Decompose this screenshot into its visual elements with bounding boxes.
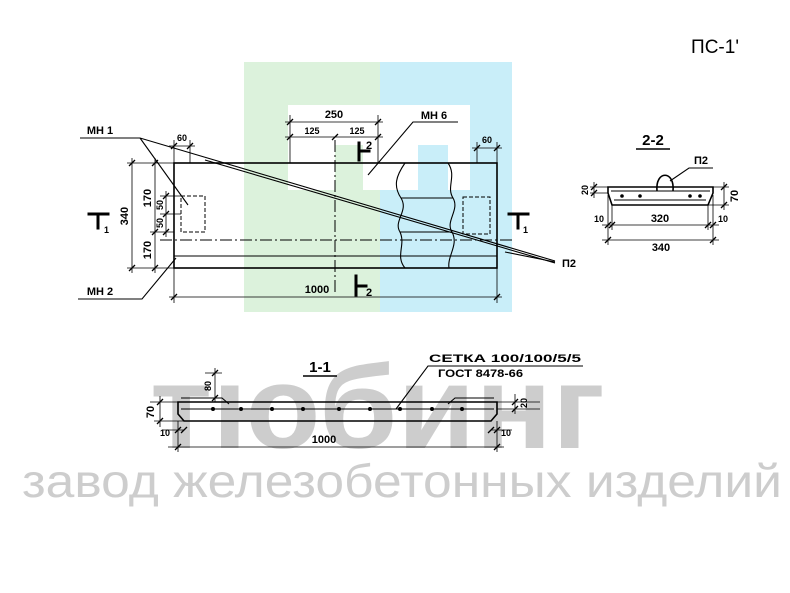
section-1-1: 1-1 СЕТКА 100/100/5/5 ГОСТ 8478-66 80 70…	[145, 353, 583, 452]
section-cut-2-top-number: 2	[366, 140, 372, 152]
dim-1-1-length: 1000	[312, 434, 336, 446]
width-dimension-ticks	[128, 159, 170, 272]
rebar-dot	[688, 194, 692, 198]
dim-2-2-top-offset: 20	[580, 185, 590, 195]
dim-width: 340	[119, 207, 131, 225]
rebar-dot	[430, 407, 434, 411]
section-cut-1-right-number: 1	[523, 225, 528, 235]
drawing-code: ПС-1'	[691, 37, 739, 58]
rebar-dot	[638, 194, 642, 198]
section-2-2-reinforcement	[611, 190, 710, 201]
mn6-leader	[367, 121, 458, 176]
dim-2-2-edge-right: 10	[718, 214, 728, 224]
dim-half-upper: 170	[142, 189, 154, 207]
section-2-2: 2-2 П2 20 70 10 320 10 340	[580, 132, 741, 254]
mesh-leader	[395, 365, 583, 410]
watermark-tagline: завод железобетонных изделий	[22, 455, 782, 507]
dim-embed-lower: 50	[155, 218, 165, 228]
end-bar-right	[447, 397, 494, 405]
dim-2-2-total-width: 340	[652, 242, 670, 254]
p2-leader	[504, 251, 556, 263]
mn6-dimension-ticks	[286, 118, 382, 141]
dim-1-1-top-offset: 20	[519, 398, 529, 408]
dim-embed-upper: 50	[155, 200, 165, 210]
rebar-dot	[301, 407, 305, 411]
rebar-dot	[368, 407, 372, 411]
section-cut-2-top-mark	[357, 141, 371, 162]
section-cut-2-bottom-number: 2	[366, 287, 372, 299]
label-mn2: МН 2	[87, 286, 113, 298]
dim-1-1-thickness: 70	[145, 406, 157, 418]
dim-2-2-edge-left: 10	[594, 214, 604, 224]
dim-length: 1000	[305, 284, 329, 296]
dim-2-2-inner-width: 320	[651, 213, 669, 225]
end-bar-left	[181, 397, 230, 405]
section-cut-2-bottom-mark	[354, 274, 368, 297]
edge-right-dimension-ticks	[473, 144, 501, 152]
mesh-label: СЕТКА 100/100/5/5	[429, 353, 581, 365]
watermark-brand: тюбинг	[150, 342, 605, 474]
label-mn6: МН 6	[421, 110, 447, 122]
rebar-dot	[211, 407, 215, 411]
dim-1-1-edge-right: 10	[501, 428, 511, 438]
dim-2-2-thickness: 70	[729, 190, 741, 202]
rebar-dot	[698, 194, 702, 198]
rebar-dot	[398, 407, 402, 411]
lifting-loop	[656, 174, 674, 192]
label-p2-section: П2	[694, 155, 708, 167]
mn2-leader	[78, 257, 177, 300]
mn6-dimension-lines	[285, 115, 383, 163]
p2-section-leader	[669, 167, 713, 182]
watermark-logo	[244, 62, 512, 312]
section-1-1-title: 1-1	[309, 359, 331, 376]
logo-blue-stem	[418, 145, 448, 190]
section-cut-1-left-mark	[87, 212, 110, 230]
section-2-2-title: 2-2	[642, 132, 664, 149]
dim-half-lower: 170	[142, 241, 154, 259]
dim-mn6-half-right: 125	[349, 126, 364, 136]
plan-view: 250 125 125 60 60 340 170 170 50 50 1000…	[78, 109, 576, 303]
rebar-dot	[270, 407, 274, 411]
rebar-dot	[337, 407, 341, 411]
section-2-2-dimension-ticks	[590, 183, 728, 244]
section-cut-1-right-mark	[507, 212, 530, 230]
section-1-1-dimension-lines	[150, 368, 540, 452]
length-dimension-ticks	[170, 293, 501, 301]
dim-1-1-rise: 80	[203, 381, 213, 391]
rebar-dot	[460, 407, 464, 411]
embed-plate-right	[462, 196, 491, 235]
label-mn1: МН 1	[87, 125, 113, 137]
label-p2-plan: П2	[562, 258, 576, 270]
section-1-1-dimension-ticks	[156, 369, 519, 451]
section-cut-1-left-number: 1	[104, 225, 109, 235]
rebar-dot	[620, 194, 624, 198]
dim-edge-left: 60	[177, 133, 187, 143]
width-dimension-lines	[127, 158, 181, 273]
dim-mn6-width: 250	[325, 109, 343, 121]
mn1-leader	[80, 137, 556, 264]
rebar-dot	[239, 407, 243, 411]
section-2-2-dimension-lines	[590, 182, 729, 245]
dim-1-1-edge-left: 10	[160, 428, 170, 438]
dim-mn6-half-left: 125	[304, 126, 319, 136]
dim-edge-right: 60	[482, 135, 492, 145]
mesh-standard: ГОСТ 8478-66	[438, 368, 523, 380]
